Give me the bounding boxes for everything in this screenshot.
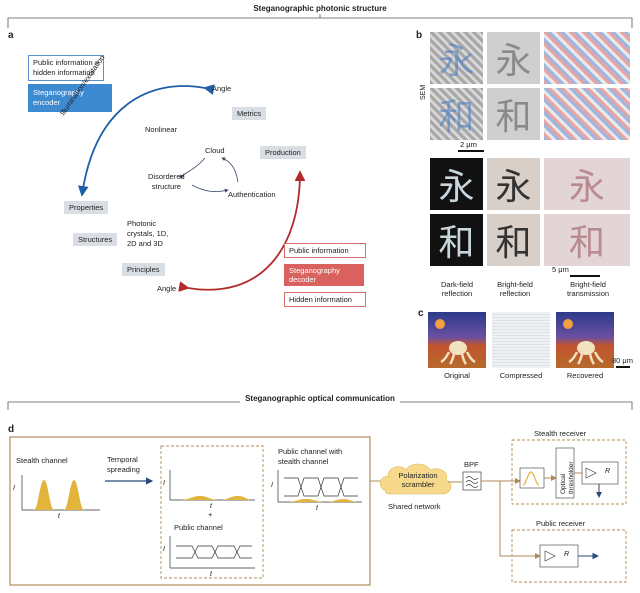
bright-field-tile-2: 和 <box>487 214 540 266</box>
i-axis-3: I <box>163 546 165 553</box>
sem-tile-5: 和 <box>487 88 540 140</box>
angle-bottom-label: Angle <box>157 284 177 293</box>
bottom-title: Steganographic optical communication <box>245 394 395 403</box>
polarization-label: Polarization scrambler <box>398 471 438 489</box>
panel-label-c: c <box>418 308 424 319</box>
sem-tile-6 <box>544 88 630 140</box>
authentication-label: Authentication <box>228 190 276 199</box>
bpf-label: BPF <box>464 460 479 469</box>
panel-label-d: d <box>8 424 15 435</box>
recovered-image <box>556 312 614 368</box>
disordered-label: Disordered structure <box>148 172 185 191</box>
cloud-label: Cloud <box>205 146 225 155</box>
plus-label: + <box>208 510 213 519</box>
transmission-tile-1: 永 <box>544 158 630 210</box>
optical-thresholder-label: Optical thresholder <box>560 461 575 494</box>
stealth-receiver-label: Stealth receiver <box>534 429 587 438</box>
caption-recovered: Recovered <box>566 371 604 380</box>
sem-tile-2: 永 <box>487 32 540 84</box>
top-title-text: Steganographic photonic structure <box>253 4 387 13</box>
principles-box: Principles <box>122 263 165 276</box>
i-axis-2: I <box>163 480 165 487</box>
encoder-box: Steganography encoder <box>28 84 112 112</box>
bright-field-tile-1: 永 <box>487 158 540 210</box>
shared-network-label: Shared network <box>388 502 441 511</box>
caption-original: Original <box>444 371 470 380</box>
compressed-image <box>492 312 550 368</box>
panel-label-b: b <box>416 30 423 41</box>
transmission-tile-2: 和 <box>544 214 630 266</box>
public-with-stealth-label: Public channel with stealth channel <box>278 447 343 466</box>
angle-top-label: Angle <box>212 84 232 93</box>
scale-bar-bottom: 5 μm <box>552 265 569 274</box>
public-receiver-label: Public receiver <box>536 519 586 528</box>
sem-tile-4: 和 <box>430 88 483 140</box>
decoder-box: Steganography decoder <box>284 264 364 286</box>
stealth-channel-label: Stealth channel <box>16 456 68 465</box>
temporal-spreading-label: Temporal spreading <box>107 455 140 474</box>
properties-box: Properties <box>64 201 109 214</box>
blue-arc <box>77 84 215 197</box>
t-axis-1: t <box>58 513 60 520</box>
red-arc <box>178 170 306 292</box>
dark-field-tile-2: 和 <box>430 214 483 266</box>
t-axis-2: t <box>210 503 212 510</box>
nonlinear-label: Nonlinear <box>145 125 178 134</box>
cloud-shape <box>379 463 452 495</box>
scale-bar-top: 2 μm <box>460 140 477 149</box>
production-box: Production <box>260 146 306 159</box>
metrics-box: Metrics <box>232 107 267 120</box>
structures-box: Structures <box>73 233 118 246</box>
i-axis-4: I <box>271 482 273 489</box>
original-image <box>428 312 486 368</box>
scale-bar-c: 80 μm <box>612 356 633 365</box>
decoder-hidden-box: Hidden information <box>284 292 366 307</box>
t-axis-3: t <box>210 571 212 578</box>
photonic-label: Photonic crystals, 1D, 2D and 3D <box>127 219 169 248</box>
sem-tile-3 <box>544 32 630 84</box>
dark-field-tile-1: 永 <box>430 158 483 210</box>
panel-a-diagram <box>77 84 306 292</box>
col-caption-1: Dark-field reflection <box>440 280 474 298</box>
caption-compressed: Compressed <box>499 371 543 380</box>
decoder-public-box: Public information <box>284 243 366 258</box>
receiver-r-2: R <box>564 551 570 558</box>
panel-label-a: a <box>8 30 14 41</box>
public-channel-label: Public channel <box>174 523 223 532</box>
col-caption-3: Bright-field transmission <box>566 280 610 298</box>
t-axis-4: t <box>316 505 318 512</box>
encoder-public-box: Public information + hidden information <box>28 55 105 81</box>
col-caption-2: Bright-field reflection <box>497 280 533 298</box>
receiver-r-1: R <box>605 468 611 475</box>
i-axis-1: I <box>13 485 15 492</box>
sem-tile-1: 永 <box>430 32 483 84</box>
